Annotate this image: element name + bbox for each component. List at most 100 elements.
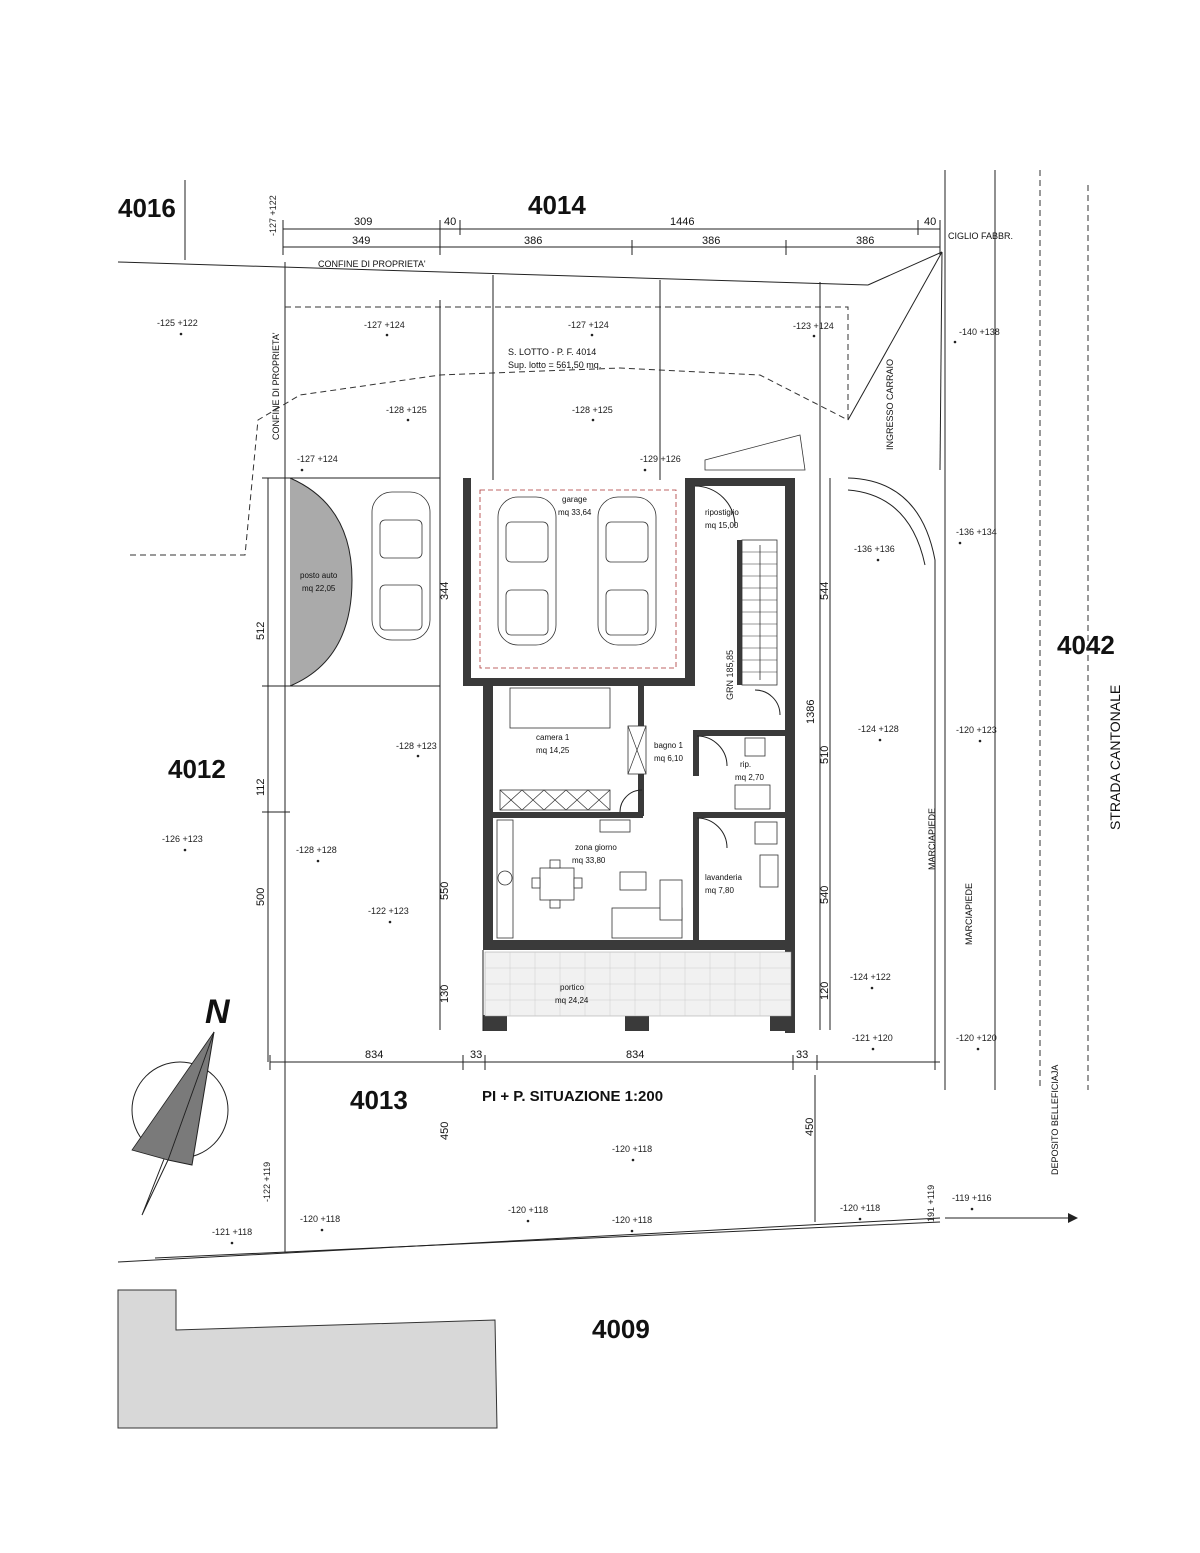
- portico-area: [484, 951, 792, 1017]
- dim-bottom-33a: 33: [470, 1049, 482, 1061]
- carport-area: [289, 477, 440, 687]
- bottom-dimensions: [269, 1055, 940, 1070]
- spot-height: -129 +126: [640, 454, 681, 464]
- dim-left-112: 112: [255, 778, 267, 796]
- spot-height: -136 +134: [956, 527, 997, 537]
- spot-height: -120 +118: [840, 1203, 880, 1213]
- spot-height: -120 +120: [956, 1033, 997, 1043]
- spot-height: -124 +128: [858, 724, 899, 734]
- top-dimensions: [282, 220, 941, 255]
- dim-bottom-33b: 33: [796, 1049, 808, 1061]
- spot-height: -127 +124: [297, 454, 338, 464]
- right-dimensions: [814, 478, 831, 1222]
- neighbor-building: [117, 1289, 498, 1429]
- spot-height: -128 +128: [296, 845, 337, 855]
- dim-bottom-834b: 834: [626, 1049, 644, 1061]
- dim-left-550: 550: [439, 882, 451, 900]
- room-posto-auto-area: mq 22,05: [302, 584, 336, 593]
- parcel-4013: 4013: [350, 1085, 408, 1115]
- room-rip-area: mq 2,70: [735, 773, 764, 782]
- dim-top-349: 349: [352, 235, 370, 247]
- dim-bottom-834a: 834: [365, 1049, 383, 1061]
- dim-left-500: 500: [255, 888, 267, 906]
- spot-height: -121 +118: [212, 1227, 252, 1237]
- spot-height: -128 +123: [396, 741, 437, 751]
- dim-right-544: 544: [819, 582, 831, 600]
- room-lavanderia-area: mq 7,80: [705, 886, 734, 895]
- spot-height: -120 +118: [508, 1205, 548, 1215]
- ingresso-label: INGRESSO CARRAIO: [885, 359, 895, 450]
- room-bagno-area: mq 6,10: [654, 754, 683, 763]
- road-lines: [944, 170, 1089, 1090]
- north-arrow-icon: [131, 1031, 229, 1216]
- spot-height: -127 +124: [364, 320, 405, 330]
- dim-top-40a: 40: [444, 216, 456, 228]
- room-ripostiglio-area: mq 15,00: [705, 521, 739, 530]
- parcel-4016: 4016: [118, 193, 176, 223]
- camera-furniture: [499, 687, 647, 813]
- north-label: N: [205, 993, 231, 1031]
- dim-left-130: 130: [439, 985, 451, 1003]
- dim-left-top: -127 +122: [268, 195, 278, 236]
- room-ripostiglio-name: ripostiglio: [705, 508, 739, 517]
- level-right-bottom: 191 +119: [926, 1185, 936, 1222]
- spot-height: -119 +116: [952, 1193, 991, 1203]
- spot-height: -136 +136: [854, 544, 895, 554]
- spot-height: -128 +125: [386, 405, 427, 415]
- spot-height: -123 +124: [793, 321, 834, 331]
- dim-top-309: 309: [354, 216, 372, 228]
- dim-left-450: 450: [439, 1122, 451, 1140]
- spot-height: -120 +118: [612, 1144, 652, 1154]
- spot-height: -121 +120: [852, 1033, 893, 1043]
- parcel-4014: 4014: [528, 190, 586, 220]
- level-left-bottom: -122 +119: [262, 1162, 272, 1202]
- plan-title: PI + P. SITUAZIONE 1:200: [482, 1088, 663, 1105]
- dim-right-540: 540: [819, 886, 831, 904]
- spot-height: -127 +124: [568, 320, 609, 330]
- dim-top-1446: 1446: [670, 216, 694, 228]
- dim-left-344: 344: [439, 582, 451, 600]
- room-garage-name: garage: [562, 495, 587, 504]
- dim-left-512: 512: [255, 622, 267, 640]
- room-camera-area: mq 14,25: [536, 746, 570, 755]
- room-garage-area: mq 33,64: [558, 508, 592, 517]
- sidewalk-label-2: MARCIAPIEDE: [964, 883, 974, 945]
- dim-top-40b: 40: [924, 216, 936, 228]
- room-posto-auto-name: posto auto: [300, 571, 338, 580]
- confine-label: CONFINE DI PROPRIETA': [318, 259, 426, 269]
- lotto-label: S. LOTTO - P. F. 4014: [508, 347, 596, 357]
- street-label: STRADA CANTONALE: [1107, 685, 1123, 830]
- spot-height: -124 +122: [850, 972, 891, 982]
- spot-height: -120 +118: [612, 1215, 652, 1225]
- room-lavanderia-name: lavanderia: [705, 873, 742, 882]
- dim-right-510: 510: [819, 746, 831, 764]
- stair-level: GRN 185,85: [725, 650, 735, 700]
- dim-right-450: 450: [804, 1118, 816, 1136]
- dim-right-120: 120: [819, 982, 831, 1000]
- room-camera-name: camera 1: [536, 733, 570, 742]
- confine-vertical-label: CONFINE DI PROPRIETA': [271, 332, 281, 440]
- parcel-4042: 4042: [1057, 630, 1115, 660]
- room-bagno-name: bagno 1: [654, 741, 683, 750]
- parcel-4012: 4012: [168, 754, 226, 784]
- spot-height: -120 +118: [300, 1214, 340, 1224]
- dim-top-386b: 386: [702, 235, 720, 247]
- service-fixtures: [696, 735, 779, 888]
- parcel-4009: 4009: [592, 1314, 650, 1344]
- garage-cars: [479, 489, 677, 669]
- spot-height: -125 +122: [157, 318, 198, 328]
- dim-top-386c: 386: [856, 235, 874, 247]
- room-zona-giorno-name: zona giorno: [575, 843, 617, 852]
- dim-top-386a: 386: [524, 235, 542, 247]
- deposit-label: DEPOSITO BELLEFICIAJA: [1050, 1065, 1060, 1175]
- room-portico-area: mq 24,24: [555, 996, 589, 1005]
- ciglio-label: CIGLIO FABBR.: [948, 231, 1013, 241]
- left-dimensions: [262, 477, 290, 1062]
- spot-height: -122 +123: [368, 906, 409, 916]
- spot-height: -120 +123: [956, 725, 997, 735]
- spot-height: -140 +138: [959, 327, 1000, 337]
- room-zona-giorno-area: mq 33,80: [572, 856, 606, 865]
- sidewalk-label: MARCIAPIEDE: [927, 808, 937, 870]
- property-boundary: [117, 180, 1078, 1263]
